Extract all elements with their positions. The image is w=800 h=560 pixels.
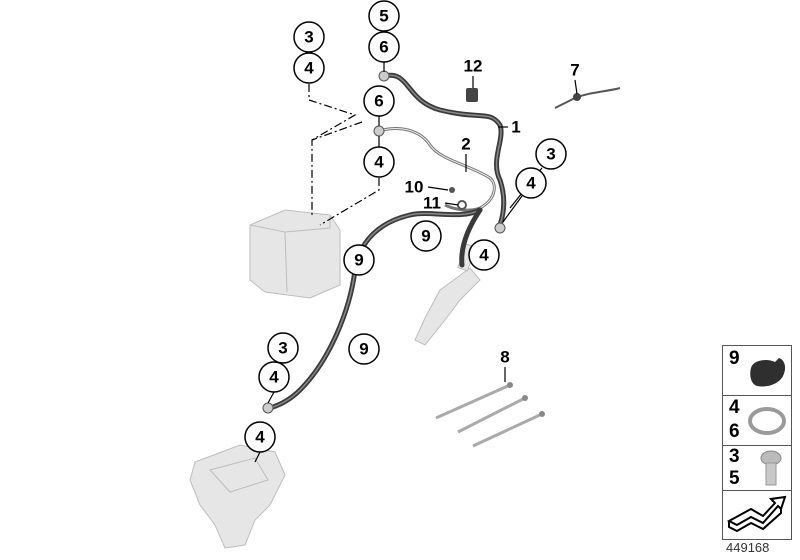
banjo-bolt-icon — [760, 450, 782, 486]
legend-number: 6 — [729, 421, 740, 442]
brake-hose-1 — [381, 72, 507, 228]
callout-4[interactable]: 4 — [515, 167, 547, 199]
svg-text:4: 4 — [374, 153, 384, 172]
svg-text:4: 4 — [255, 428, 265, 447]
legend-number: 4 — [729, 397, 740, 418]
callout-4[interactable]: 4 — [293, 52, 325, 84]
callout-4[interactable]: 4 — [244, 421, 276, 453]
abs-unit — [249, 209, 341, 299]
svg-text:9: 9 — [359, 340, 368, 359]
svg-text:9: 9 — [354, 251, 363, 270]
svg-text:4: 4 — [479, 246, 489, 265]
callout-4[interactable]: 4 — [363, 146, 395, 178]
callout-7[interactable]: 7 — [570, 61, 579, 80]
callout-6[interactable]: 6 — [363, 85, 395, 117]
svg-text:4: 4 — [304, 59, 314, 78]
svg-text:4: 4 — [526, 174, 536, 193]
legend-number: 5 — [729, 468, 740, 489]
legend-clip: 9 — [722, 345, 792, 396]
callout-10[interactable]: 10 — [405, 178, 424, 197]
callout-4[interactable]: 4 — [468, 239, 500, 271]
arrow-icon — [726, 495, 787, 533]
diagram-id: 449168 — [726, 540, 770, 555]
legend-number: 9 — [729, 348, 740, 369]
callout-8[interactable]: 8 — [500, 348, 509, 367]
svg-text:6: 6 — [379, 38, 388, 57]
clip-12-icon — [466, 88, 478, 102]
legend-seal-ring: 4 6 — [722, 395, 792, 446]
clip-icon — [750, 358, 786, 387]
callout-3[interactable]: 3 — [535, 138, 567, 170]
legend-arrow[interactable] — [722, 490, 792, 540]
seal-ring-icon — [748, 407, 786, 435]
svg-text:5: 5 — [379, 7, 388, 26]
callout-9[interactable]: 9 — [348, 333, 380, 365]
callout-2[interactable]: 2 — [461, 135, 470, 154]
svg-text:3: 3 — [304, 28, 313, 47]
callout-9[interactable]: 9 — [410, 220, 442, 252]
legend-number: 3 — [729, 446, 740, 467]
callout-5[interactable]: 5 — [368, 0, 400, 32]
callout-11[interactable]: 11 — [423, 194, 441, 213]
callout-3[interactable]: 3 — [267, 332, 299, 364]
sensor-7 — [554, 87, 621, 109]
svg-text:6: 6 — [374, 92, 383, 111]
svg-text:4: 4 — [269, 368, 279, 387]
callout-12[interactable]: 12 — [464, 57, 483, 76]
callout-9[interactable]: 9 — [343, 244, 375, 276]
brake-line-2 — [378, 127, 496, 212]
callout-1[interactable]: 1 — [511, 118, 520, 137]
callout-6[interactable]: 6 — [368, 31, 400, 63]
legend-banjo-bolt: 3 5 — [722, 445, 792, 491]
svg-text:9: 9 — [421, 227, 430, 246]
svg-text:3: 3 — [278, 339, 287, 358]
callout-3[interactable]: 3 — [293, 21, 325, 53]
svg-text:3: 3 — [546, 145, 555, 164]
cable-ties-8 — [435, 382, 545, 448]
brake-caliper — [189, 444, 286, 549]
callout-4[interactable]: 4 — [258, 361, 290, 393]
